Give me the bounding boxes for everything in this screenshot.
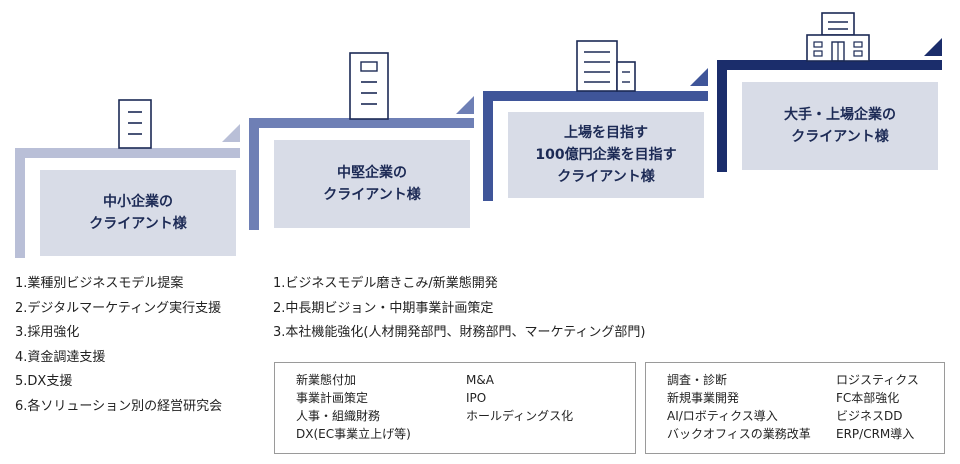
- box-item: バックオフィスの業務改革: [667, 427, 811, 441]
- box-item: 人事・組織財務: [296, 409, 381, 423]
- small-building-icon: [118, 99, 152, 149]
- box-item: DX(EC事業立上げ等): [296, 427, 411, 441]
- list-item: 1.業種別ビジネスモデル提案: [15, 276, 184, 291]
- step-1-bar: [15, 148, 240, 158]
- list-item: 2.デジタルマーケティング実行支援: [15, 300, 222, 316]
- box-item: 調査・診断: [667, 373, 728, 387]
- step-2-label: 中堅企業の クライアント様: [274, 140, 470, 228]
- box-item: ホールディングス化: [466, 409, 574, 423]
- box-item: 事業計画策定: [296, 391, 369, 405]
- step-2-corner: [456, 96, 474, 114]
- step-3-bar: [483, 91, 708, 101]
- step-1-corner: [222, 124, 240, 142]
- step-4-side: [717, 60, 727, 172]
- list-item: 6.各ソリューション別の経営研究会: [15, 398, 223, 414]
- step-4-label: 大手・上場企業の クライアント様: [742, 82, 938, 170]
- right-service-box: 調査・診断 新規事業開発 AI/ロボティクス導入 バックオフィスの業務改革 ロジ…: [645, 362, 945, 454]
- box-item: ロジスティクス: [836, 373, 919, 387]
- list-item: 2.中長期ビジョン・中期事業計画策定: [273, 300, 494, 316]
- mid-service-list: 1.ビジネスモデル磨きこみ/新業態開発 2.中長期ビジョン・中期事業計画策定 3…: [273, 272, 646, 346]
- step-2-side: [249, 118, 259, 230]
- box-item: ビジネスDD: [836, 409, 903, 423]
- step-3-label: 上場を目指す 100億円企業を目指す クライアント様: [508, 112, 704, 198]
- mid-service-box: 新業態付加 事業計画策定 人事・組織財務 DX(EC事業立上げ等) M&A IP…: [274, 362, 636, 454]
- left-service-list: 1.業種別ビジネスモデル提案 2.デジタルマーケティング実行支援 3.採用強化 …: [15, 272, 222, 419]
- box-item: 新業態付加: [296, 373, 357, 387]
- list-item: 1.ビジネスモデル磨きこみ/新業態開発: [273, 276, 498, 291]
- box-item: AI/ロボティクス導入: [667, 409, 778, 423]
- large-building-icon: [806, 12, 870, 62]
- step-3-side: [483, 91, 493, 201]
- box-item: IPO: [466, 391, 487, 405]
- box-item: FC本部強化: [836, 391, 900, 405]
- list-item: 3.採用強化: [15, 325, 80, 340]
- list-item: 3.本社機能強化(人材開発部門、財務部門、マーケティング部門): [273, 325, 646, 340]
- box-item: M&A: [466, 373, 494, 387]
- list-item: 5.DX支援: [15, 374, 73, 389]
- step-4-corner: [924, 38, 942, 56]
- step-3-corner: [690, 68, 708, 86]
- box-item: 新規事業開発: [667, 391, 740, 405]
- list-item: 4.資金調達支援: [15, 349, 106, 365]
- step-2-bar: [249, 118, 474, 128]
- step-1-label: 中小企業の クライアント様: [40, 170, 236, 256]
- mid-building-icon: [349, 52, 389, 120]
- office-building-icon: [576, 40, 636, 92]
- step-4-bar: [717, 60, 942, 70]
- box-item: ERP/CRM導入: [836, 427, 915, 441]
- step-1-side: [15, 148, 25, 258]
